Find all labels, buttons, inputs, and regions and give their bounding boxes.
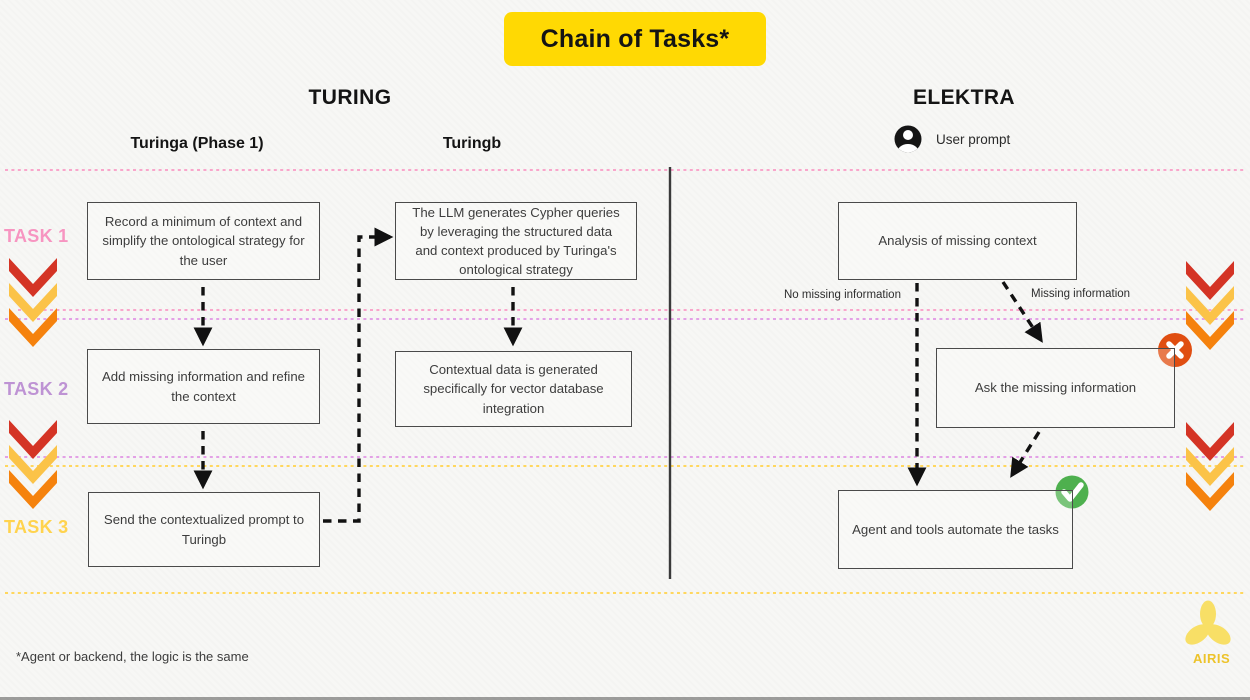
turingb-task2-box: Contextual data is generated specificall… bbox=[395, 351, 632, 427]
chevron-down-icon bbox=[1186, 422, 1234, 511]
arrow-ask-to-agent bbox=[1010, 431, 1041, 478]
chevron-down-icon bbox=[1186, 261, 1234, 350]
chevron-down-icon bbox=[9, 258, 57, 347]
turinga-task2-box: Add missing information and refine the c… bbox=[87, 349, 320, 424]
elektra-agent-box: Agent and tools automate the tasks bbox=[838, 490, 1073, 569]
turinga-task1-box: Record a minimum of context and simplify… bbox=[87, 202, 320, 280]
arrow-missing-info bbox=[1001, 281, 1043, 343]
title-banner: Chain of Tasks* bbox=[504, 12, 766, 66]
turingb-column-header: Turingb bbox=[442, 135, 502, 152]
elektra-section-header: ELEKTRA bbox=[913, 86, 1015, 109]
task1-label: TASK 1 bbox=[4, 226, 69, 246]
elektra-ask-box: Ask the missing information bbox=[936, 348, 1175, 428]
footnote: *Agent or backend, the logic is the same bbox=[16, 649, 249, 664]
user-icon bbox=[894, 125, 922, 153]
turing-section-header: TURING bbox=[308, 86, 392, 109]
task2-label: TASK 2 bbox=[4, 379, 69, 399]
turinga-column-header: Turinga (Phase 1) bbox=[130, 135, 264, 152]
chevron-down-icon bbox=[9, 420, 57, 509]
turingb-task1-box: The LLM generates Cypher queries by leve… bbox=[395, 202, 637, 280]
no-missing-information-label: No missing information bbox=[784, 289, 901, 301]
airis-logo-icon bbox=[1185, 600, 1231, 645]
x-circle-icon bbox=[1158, 333, 1192, 367]
turinga-task3-box: Send the contextualized prompt to Turing… bbox=[88, 492, 320, 567]
elektra-analysis-box: Analysis of missing context bbox=[838, 202, 1077, 280]
airis-logo-text: AIRIS bbox=[1193, 651, 1231, 666]
user-prompt-label: User prompt bbox=[936, 132, 1011, 147]
arrow-turinga3-to-turingb1 bbox=[323, 227, 394, 523]
task3-label: TASK 3 bbox=[4, 517, 69, 537]
missing-information-label: Missing information bbox=[1031, 288, 1131, 300]
bottom-edge-line bbox=[0, 697, 1250, 700]
